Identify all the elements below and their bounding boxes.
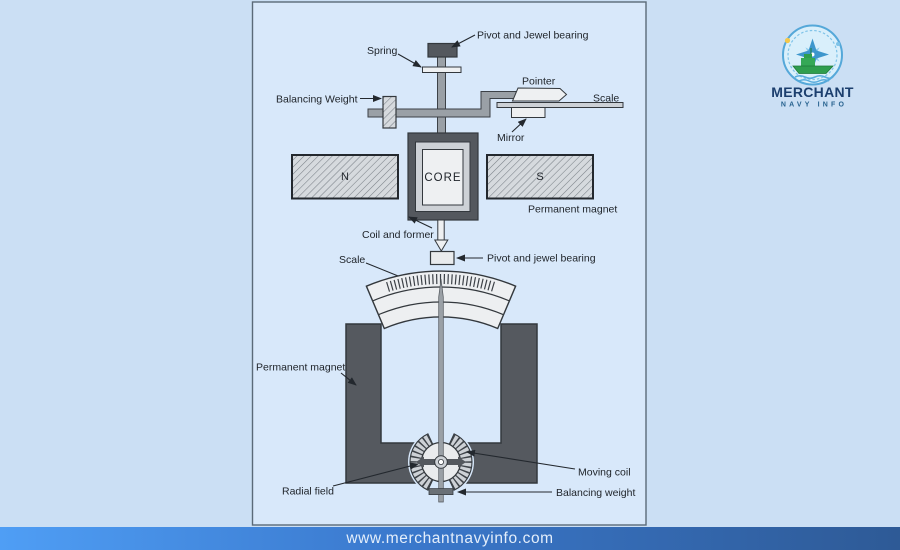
- label-balancing-weight-bottom: Balancing weight: [556, 487, 635, 499]
- label-core: CORE: [424, 172, 461, 184]
- hub-jewel: [437, 458, 444, 465]
- label-balancing-weight-top: Balancing Weight: [276, 94, 358, 106]
- pivot-jewel-bearing-top-block: [427, 42, 458, 58]
- bottom-movement-diagram: Permanent magnet Radial field Moving coi…: [256, 270, 635, 503]
- leader-pivot-top: [451, 34, 476, 48]
- footer-bar: www.merchantnavyinfo.com: [0, 527, 900, 550]
- label-scale-bottom-diagram: Scale: [339, 254, 365, 266]
- ship-icon: [792, 48, 834, 74]
- balancing-weight-top-block: [382, 95, 397, 129]
- leader-radial-field: [332, 462, 419, 487]
- logo-subtitle: NAVY INFO: [781, 102, 847, 109]
- coil-section-right: [447, 456, 466, 468]
- scale-bar-top: [496, 102, 624, 108]
- pole-piece-right-hatch: [448, 434, 472, 490]
- label-mirror: Mirror: [497, 132, 525, 144]
- label-spring: Spring: [367, 45, 398, 57]
- top-instrument-diagram: Pivot and Jewel bearing Spring Balancing…: [276, 30, 624, 283]
- balancing-weight-bottom-block: [428, 488, 454, 496]
- leader-coil-former: [408, 216, 433, 229]
- pole-piece-left-hatch: [410, 434, 434, 490]
- label-pivot-jewel-bearing-top: Pivot and Jewel bearing: [477, 30, 589, 42]
- spring-bar: [422, 66, 462, 73]
- label-permanent-magnet-top: Permanent magnet: [528, 204, 617, 216]
- lower-shaft: [437, 219, 445, 241]
- label-pointer: Pointer: [522, 76, 556, 88]
- pointer-blade: [511, 87, 568, 102]
- footer-url[interactable]: www.merchantnavyinfo.com: [346, 529, 554, 547]
- label-pivot-jewel-bearing-bottom: Pivot and jewel bearing: [487, 253, 596, 265]
- leader-moving-coil: [466, 449, 576, 470]
- magnet-south-block: [486, 154, 594, 200]
- u-magnet: [345, 323, 538, 484]
- merchant-navy-info-logo[interactable]: MERCHANT NAVY INFO: [771, 24, 854, 109]
- label-south-pole: S: [536, 171, 543, 183]
- magnet-north-block: [291, 154, 399, 200]
- sun-icon: [784, 37, 791, 44]
- label-north-pole: N: [341, 171, 349, 183]
- logo-rope-ring: [787, 29, 838, 81]
- label-permanent-magnet-bottom: Permanent magnet: [256, 362, 345, 374]
- label-scale-top: Scale: [593, 93, 619, 105]
- label-coil-former: Coil and former: [362, 229, 434, 241]
- leader-permanent-magnet-bottom: [340, 372, 357, 386]
- label-radial-field: Radial field: [282, 486, 334, 498]
- mirror-block: [511, 107, 546, 118]
- logo-title: MERCHANT: [771, 84, 854, 100]
- globe-icon: [836, 42, 840, 46]
- coil-section-left: [416, 456, 435, 468]
- leader-mirror: [511, 118, 527, 133]
- pivot-jewel-bearing-bottom-block: [429, 250, 455, 266]
- core-block: [422, 149, 464, 206]
- lower-shaft-arrowhead: [433, 239, 449, 252]
- leader-spring: [397, 53, 422, 68]
- needle: [438, 278, 444, 503]
- label-moving-coil: Moving coil: [578, 467, 631, 479]
- waves-icon: [794, 74, 834, 83]
